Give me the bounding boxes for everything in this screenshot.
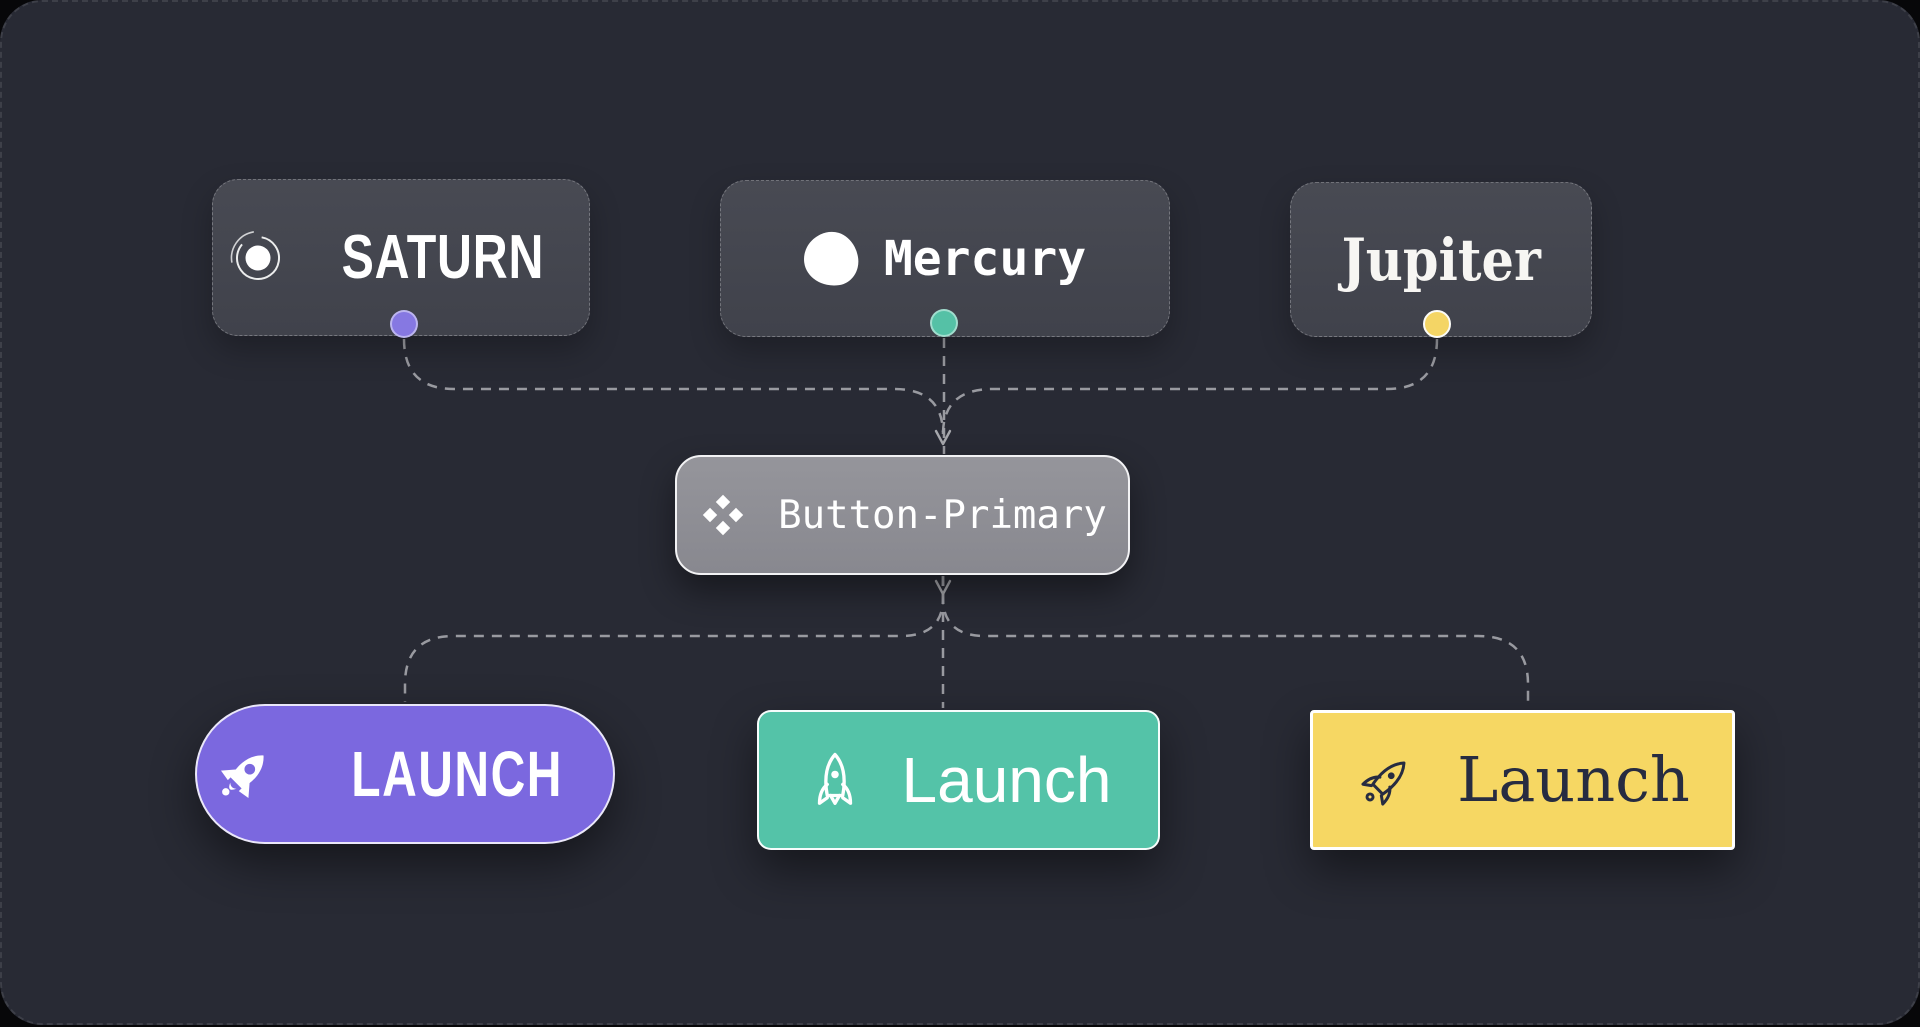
theme-label-mercury: Mercury [883,230,1087,287]
edge-component-to-jupiter-launch [941,576,1530,708]
rocket-outline-icon [817,752,852,805]
mercury-blob-icon [800,228,862,289]
edge-jupiter-to-component [941,338,1439,435]
launch-button-jupiter[interactable]: Launch [1310,710,1735,850]
component-node-label: Button-Primary [778,492,1107,538]
theme-card-mercury[interactable]: Mercury [720,180,1170,337]
launch-button-saturn[interactable]: LAUNCH [195,704,615,844]
launch-button-label: Launch [1457,743,1690,816]
rocket-outline-tilted-icon [1361,761,1406,806]
port-saturn[interactable] [390,310,418,338]
saturn-orbit-icon [230,230,286,285]
theme-label-jupiter: Jupiter [1341,225,1541,294]
arrowhead-bottom-icon [934,579,952,596]
edge-saturn-to-component [402,338,945,435]
component-diamond-icon [702,494,744,536]
component-node-button-primary[interactable]: Button-Primary [675,455,1130,575]
port-mercury[interactable] [930,309,958,337]
launch-button-label: Launch [901,744,1112,816]
launch-button-mercury[interactable]: Launch [757,710,1160,850]
port-jupiter[interactable] [1423,310,1451,338]
arrowhead-top-icon [934,429,952,446]
launch-button-label: LAUNCH [351,738,563,810]
theme-label-saturn: SATURN [341,222,545,292]
rocket-filled-icon [220,755,264,799]
edge-component-to-saturn-launch [403,576,945,702]
